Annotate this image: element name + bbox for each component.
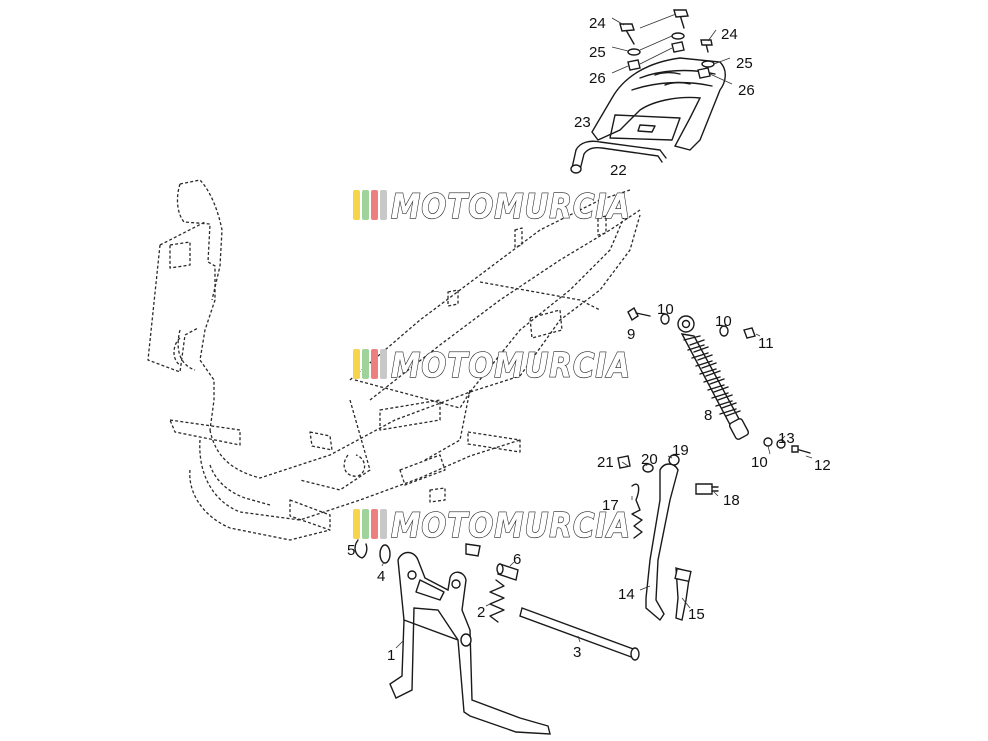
callout-labels: 1 2 3 4 5 6 8 9 10 10 10 11 12 13 14 15 … [347,15,831,664]
watermark-flag-stripe [362,509,369,539]
watermark-flag-stripe [362,349,369,379]
callout-9: 9 [627,326,635,343]
shock-fasteners [627,306,813,459]
callout-11: 11 [758,335,774,352]
watermark-top: MOTOMURCIA [353,186,631,228]
rear-luggage-rack [591,57,726,151]
callout-26-b: 26 [738,82,755,99]
callout-10-c: 10 [751,454,768,471]
watermark-bottom: MOTOMURCIA [353,505,631,547]
watermark-flag-stripe [371,190,378,220]
watermark-text: MOTOMURCIA [391,346,631,386]
callout-2: 2 [477,604,485,621]
callout-4: 4 [377,568,385,585]
side-stand-assembly [617,454,719,622]
watermark-flag-stripe [371,349,378,379]
callout-6: 6 [513,551,521,568]
watermark-text: MOTOMURCIA [391,187,631,227]
watermark-text: MOTOMURCIA [391,506,631,546]
callout-10-a: 10 [657,301,674,318]
callout-24-b: 24 [721,26,738,43]
scooter-frame [147,179,641,541]
callout-12: 12 [814,457,831,474]
callout-3: 3 [573,644,581,661]
callout-14: 14 [618,586,635,603]
callout-5: 5 [347,542,355,559]
callout-22: 22 [610,162,627,179]
rack-fasteners [611,9,733,85]
callout-26-a: 26 [589,70,606,87]
watermark-flag-stripe [353,509,360,539]
watermark-flag-stripe [380,190,387,220]
callout-13: 13 [778,430,795,447]
callout-15: 15 [688,606,705,623]
callout-17: 17 [602,497,619,514]
watermark-flag-stripe [353,349,360,379]
callout-18: 18 [723,492,740,509]
center-stand-assembly [354,539,640,735]
watermark-flag-stripe [380,349,387,379]
callout-21: 21 [597,454,614,471]
watermark-flag-stripe [353,190,360,220]
callout-25-b: 25 [736,55,753,72]
callout-24-a: 24 [589,15,606,32]
callout-20: 20 [641,451,658,468]
callout-25-a: 25 [589,44,606,61]
watermark-flag-stripe [371,509,378,539]
watermark-flag-stripe [362,190,369,220]
callout-23: 23 [574,114,591,131]
callout-8: 8 [704,407,712,424]
rear-shock-absorber [677,315,750,440]
watermark-flag-stripe [380,509,387,539]
grab-handle-bar [570,140,667,174]
callout-10-b: 10 [715,313,732,330]
callout-19: 19 [672,442,689,459]
watermark-middle: MOTOMURCIA [353,345,631,387]
callout-1: 1 [387,647,395,664]
